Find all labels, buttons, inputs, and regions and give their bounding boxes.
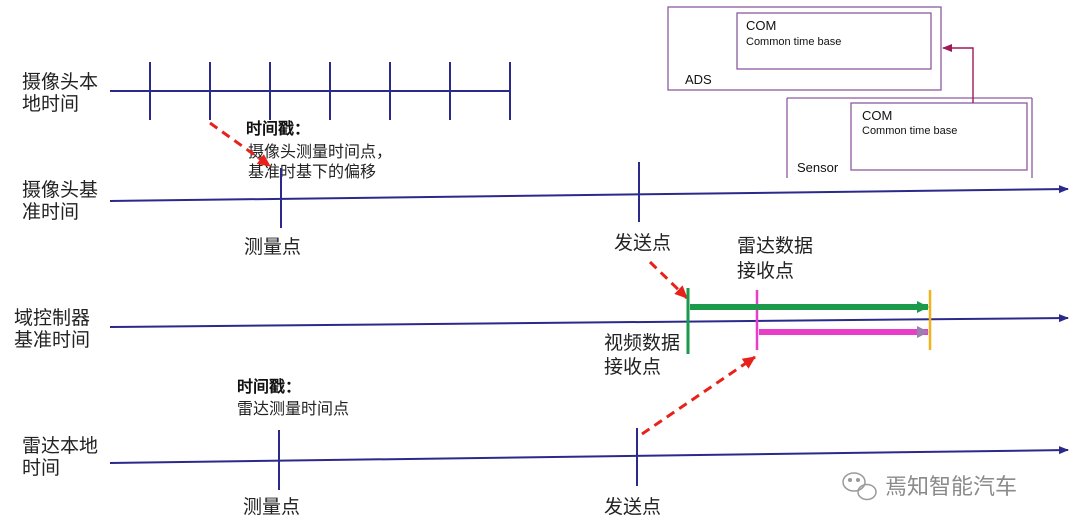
sensor-com-box (850, 102, 1028, 171)
radar-local-axis (109, 428, 1069, 490)
radar-timestamp-body: 雷达测量时间点 (237, 399, 349, 418)
camera-offset-dashed-arrow (209, 121, 271, 168)
sensor-time-base-label: Common time base (862, 125, 957, 137)
radar-send-point-label: 发送点 (604, 496, 661, 518)
ads-time-base-label: Common time base (746, 36, 841, 48)
camera-local-ticks (149, 62, 511, 120)
watermark-text: 焉知智能汽车 (885, 475, 1017, 500)
watermark: 焉知智能汽车 (842, 472, 1017, 501)
sensor-box: COM Common time base Sensor (786, 97, 1033, 178)
radar-receive-point-label: 雷达数据接收点 (737, 235, 813, 282)
camera-send-dashed-arrow (648, 260, 689, 300)
sensor-label: Sensor (797, 160, 839, 175)
ads-label: ADS (685, 72, 712, 87)
radar-local-time-label: 雷达本地时间 (22, 435, 98, 479)
video-receive-point-label: 视频数据接收点 (604, 332, 680, 378)
radar-measure-point-label: 测量点 (243, 496, 300, 518)
ads-box: COM Common time base ADS (667, 6, 942, 91)
camera-timestamp-body: 摄像头测量时间点，基准时基下的偏移 (248, 142, 392, 181)
domain-controller-time-label: 域控制器基准时间 (14, 307, 90, 351)
camera-measure-point-label: 测量点 (244, 236, 301, 258)
sensor-to-ads-link (942, 44, 974, 103)
camera-timestamp-title: 时间戳： (246, 119, 310, 138)
sensor-com-label: COM (862, 108, 892, 123)
camera-local-time-label: 摄像头本地时间 (22, 71, 98, 115)
wechat-icon (842, 472, 877, 501)
ads-com-label: COM (746, 18, 776, 33)
camera-local-axis (110, 62, 511, 120)
camera-base-axis (109, 162, 1069, 228)
domain-controller-axis (109, 314, 1069, 328)
ads-com-box (736, 12, 932, 70)
camera-base-time-label: 摄像头基准时间 (22, 179, 98, 223)
radar-timestamp-title: 时间戳： (237, 377, 301, 396)
radar-send-dashed-arrow (641, 355, 756, 436)
camera-send-point-label: 发送点 (614, 232, 671, 254)
